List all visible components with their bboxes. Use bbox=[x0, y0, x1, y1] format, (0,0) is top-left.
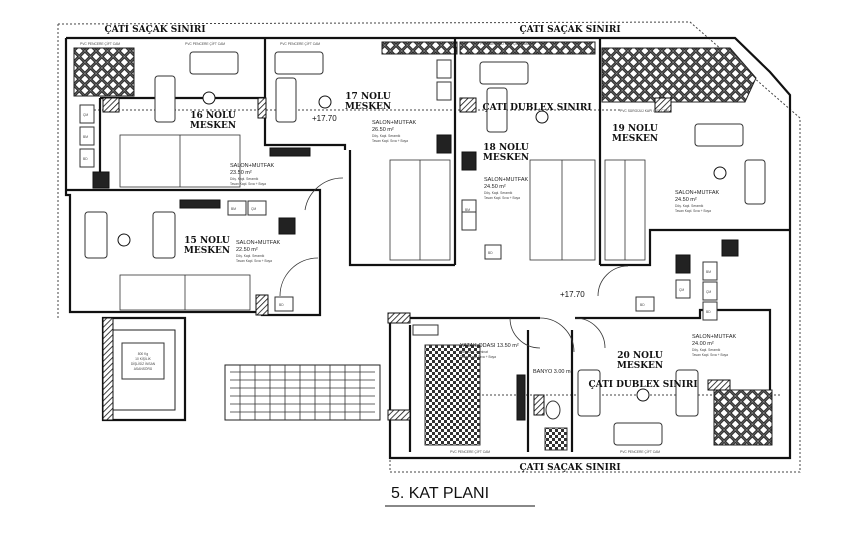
svg-text:800 Kg: 800 Kg bbox=[138, 352, 149, 356]
svg-text:Tavan Kapl. Sıva + Boya: Tavan Kapl. Sıva + Boya bbox=[236, 259, 272, 263]
svg-text:16 NOLU: 16 NOLU bbox=[190, 111, 236, 121]
svg-text:BM: BM bbox=[465, 208, 470, 212]
svg-text:Tavan Kapl. Sıva + Boya: Tavan Kapl. Sıva + Boya bbox=[460, 355, 496, 359]
duplex-label-20: ÇATI DUBLEX SINIRI bbox=[588, 380, 697, 390]
svg-text:15 NOLU: 15 NOLU bbox=[184, 236, 230, 246]
svg-text:ASANSÖRÜ: ASANSÖRÜ bbox=[134, 367, 153, 371]
shower bbox=[544, 427, 568, 451]
window-label: PVC PENCERE ÇİFT CAM bbox=[620, 449, 660, 454]
svg-text:SALON+MUTFAK: SALON+MUTFAK bbox=[675, 190, 719, 196]
svg-text:BD: BD bbox=[640, 303, 645, 307]
svg-text:10 KİŞİLİK: 10 KİŞİLİK bbox=[135, 356, 152, 361]
svg-text:ÇM: ÇM bbox=[251, 207, 256, 211]
svg-text:24.00 m²: 24.00 m² bbox=[692, 341, 714, 347]
svg-text:18 NOLU: 18 NOLU bbox=[483, 143, 529, 153]
svg-text:Tavan Kapl. Sıva + Boya: Tavan Kapl. Sıva + Boya bbox=[484, 196, 520, 200]
window-label: PVC PENCERE ÇİFT CAM bbox=[185, 41, 225, 46]
elevation-hall: +17.70 bbox=[560, 290, 585, 299]
svg-text:YATAK ODASI 13.50 m²: YATAK ODASI 13.50 m² bbox=[460, 343, 519, 349]
window-label: PVC PENCERE ÇİFT CAM bbox=[280, 41, 320, 46]
svg-text:Döş. Kapl. Seramik: Döş. Kapl. Seramik bbox=[372, 134, 401, 138]
svg-text:17 NOLU: 17 NOLU bbox=[345, 92, 391, 102]
wardrobe bbox=[516, 374, 526, 421]
svg-text:22.50 m²: 22.50 m² bbox=[236, 247, 258, 253]
page-title: 5. KAT PLANI bbox=[391, 485, 489, 502]
svg-text:Döş. Kapl. Seramik: Döş. Kapl. Seramik bbox=[230, 177, 259, 181]
window-label: PVC PENCERE ÇİFT CAM bbox=[450, 449, 490, 454]
svg-text:BM: BM bbox=[83, 135, 88, 139]
door-label: PVC SÜRGÜLÜ KAPI ÇİFT CAM bbox=[620, 108, 669, 113]
svg-text:Döş. Kapl. Laminat: Döş. Kapl. Laminat bbox=[460, 350, 488, 354]
svg-text:SALON+MUTFAK: SALON+MUTFAK bbox=[230, 163, 274, 169]
bed bbox=[424, 344, 481, 446]
eave-label-top-left: ÇATI SAÇAK SINIRI bbox=[104, 25, 205, 35]
svg-text:SALON+MUTFAK: SALON+MUTFAK bbox=[484, 177, 528, 183]
svg-text:ÇM: ÇM bbox=[83, 113, 88, 117]
svg-text:26.50 m²: 26.50 m² bbox=[372, 127, 394, 133]
terrace-19 bbox=[601, 47, 757, 103]
door-label: PVC SÜRGÜLÜ KAPI ÇİFT CAM bbox=[480, 41, 529, 46]
eave-boundary bbox=[57, 21, 801, 473]
stairs bbox=[119, 134, 646, 420]
window-label: PVC PENCERE ÇİFT CAM bbox=[80, 41, 120, 46]
svg-text:BD: BD bbox=[279, 303, 284, 307]
svg-text:BM: BM bbox=[231, 207, 236, 211]
svg-text:23.50 m²: 23.50 m² bbox=[230, 170, 252, 176]
columns bbox=[102, 97, 731, 421]
svg-text:Döş. Kapl. Seramik: Döş. Kapl. Seramik bbox=[675, 204, 704, 208]
svg-text:ÇM: ÇM bbox=[679, 288, 684, 292]
svg-text:19 NOLU: 19 NOLU bbox=[612, 124, 658, 134]
svg-text:BD: BD bbox=[83, 157, 88, 161]
svg-text:Döş. Kapl. Seramik: Döş. Kapl. Seramik bbox=[692, 348, 721, 352]
duplex-label-18: ÇATI DUBLEX SINIRI bbox=[482, 103, 591, 113]
planter-18 bbox=[459, 41, 596, 55]
kitchen-appliances: ÇM BM BD BM ÇM BD BM BD ÇM BM ÇM BD BD bbox=[79, 59, 739, 321]
svg-text:Döş. Kapl. Seramik: Döş. Kapl. Seramik bbox=[484, 191, 513, 195]
terrace-20 bbox=[713, 389, 773, 446]
svg-text:MESKEN: MESKEN bbox=[483, 153, 529, 163]
svg-text:MESKEN: MESKEN bbox=[617, 361, 663, 371]
furniture bbox=[84, 51, 766, 451]
terrace-16 bbox=[73, 47, 135, 97]
svg-text:Tavan Kapl. Sıva + Boya: Tavan Kapl. Sıva + Boya bbox=[372, 139, 408, 143]
svg-text:SALON+MUTFAK: SALON+MUTFAK bbox=[372, 120, 416, 126]
elevator: 800 Kg 10 KİŞİLİK DİŞLİSİZ İNSAN ASANSÖR… bbox=[121, 342, 165, 380]
toilet bbox=[545, 400, 561, 420]
svg-text:Tavan Kapl. Sıva + Boya: Tavan Kapl. Sıva + Boya bbox=[230, 182, 266, 186]
svg-text:ÇM: ÇM bbox=[706, 290, 711, 294]
doors bbox=[279, 177, 629, 353]
svg-text:Tavan Kapl. Sıva + Boya: Tavan Kapl. Sıva + Boya bbox=[692, 353, 728, 357]
svg-text:SALON+MUTFAK: SALON+MUTFAK bbox=[236, 240, 280, 246]
svg-text:BD: BD bbox=[488, 251, 493, 255]
svg-text:BD: BD bbox=[706, 310, 711, 314]
planter-17 bbox=[381, 41, 458, 55]
svg-text:24.50 m²: 24.50 m² bbox=[675, 197, 697, 203]
eave-label-top-right: ÇATI SAÇAK SINIRI bbox=[519, 25, 620, 35]
svg-text:SALON+MUTFAK: SALON+MUTFAK bbox=[692, 334, 736, 340]
svg-text:MESKEN: MESKEN bbox=[345, 102, 391, 112]
svg-text:DİŞLİSİZ İNSAN: DİŞLİSİZ İNSAN bbox=[131, 361, 156, 366]
svg-text:BANYO 3.00 m²: BANYO 3.00 m² bbox=[533, 369, 573, 375]
svg-text:MESKEN: MESKEN bbox=[190, 121, 236, 131]
ceiling-light-icons bbox=[117, 91, 727, 402]
eave-label-bottom: ÇATI SAÇAK SINIRI bbox=[519, 463, 620, 473]
svg-text:Tavan Kapl. Sıva + Boya: Tavan Kapl. Sıva + Boya bbox=[675, 209, 711, 213]
svg-text:Döş. Kapl. Seramik: Döş. Kapl. Seramik bbox=[236, 254, 265, 258]
elevation-17: +17.70 bbox=[312, 114, 337, 123]
walls bbox=[64, 36, 792, 460]
svg-text:20 NOLU: 20 NOLU bbox=[617, 351, 663, 361]
svg-text:BM: BM bbox=[706, 270, 711, 274]
svg-text:MESKEN: MESKEN bbox=[184, 246, 230, 256]
svg-text:MESKEN: MESKEN bbox=[612, 134, 658, 144]
svg-text:24.50 m²: 24.50 m² bbox=[484, 184, 506, 190]
